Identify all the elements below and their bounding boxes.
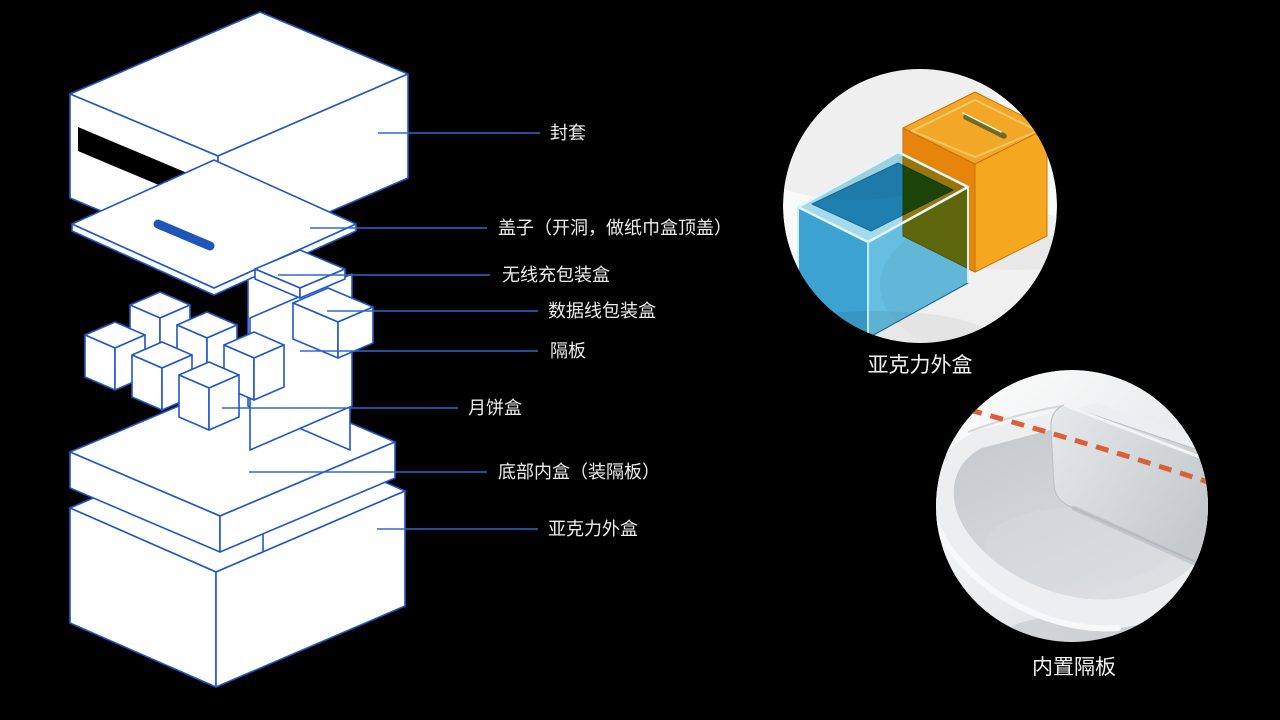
- exploded-diagram: [69, 11, 409, 688]
- divider-dashed-callout: [947, 401, 1208, 485]
- charger-box-shape: [254, 249, 346, 299]
- diagram-label-lid: 盖子（开洞，做纸巾盒顶盖）: [498, 218, 732, 238]
- photo-caption-acrylic-box: 亚克力外盒: [867, 354, 973, 377]
- photo-caption-divider: 内置隔板: [1032, 656, 1116, 679]
- leader-lines: [222, 132, 540, 530]
- photo-tray-divider: [936, 370, 1208, 642]
- diagram-label-bottom-inner-box: 底部内盒（装隔板）: [498, 462, 660, 482]
- photo-acrylic-boxes: [783, 69, 1057, 343]
- diagram-label-outer-box: 亚克力外盒: [548, 519, 638, 539]
- tray-divider-panel: [1050, 403, 1208, 573]
- diagram-label-sleeve: 封套: [550, 123, 586, 143]
- cable-box-shape: [292, 287, 374, 359]
- diagram-label-charger-box: 无线充包装盒: [502, 265, 610, 285]
- diagram-label-cable-box: 数据线包装盒: [548, 301, 656, 321]
- diagram-label-mooncake-box: 月饼盒: [468, 398, 522, 418]
- diagram-label-divider: 隔板: [550, 341, 586, 361]
- mooncake-cubes: [84, 291, 285, 431]
